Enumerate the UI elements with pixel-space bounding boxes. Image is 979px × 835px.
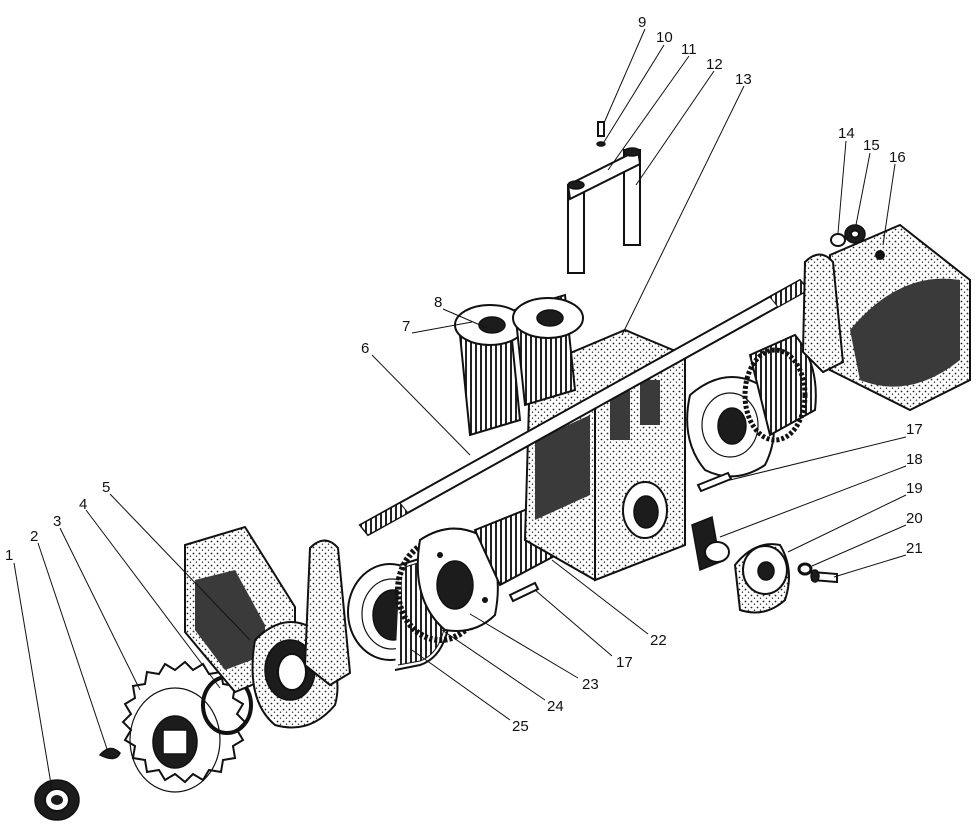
callout-23: 23 [582, 676, 599, 693]
part-pin-bracket [566, 121, 642, 274]
part-bolt-upper [696, 471, 733, 493]
callout-labels: 1 2 3 4 5 6 7 8 9 10 11 12 13 14 15 16 1… [5, 14, 923, 735]
callout-1: 1 [5, 547, 13, 564]
leader-lines [13, 28, 907, 791]
callout-8: 8 [434, 294, 442, 311]
callout-17-lower: 17 [616, 654, 633, 671]
callout-3: 3 [53, 513, 61, 530]
callout-25: 25 [512, 718, 529, 735]
callout-20: 20 [906, 510, 923, 527]
part-bolt-lower [508, 581, 540, 603]
part-sprocket [121, 660, 247, 793]
callout-2: 2 [30, 528, 38, 545]
callout-12: 12 [706, 56, 723, 73]
callout-15: 15 [863, 137, 880, 154]
part-washer-nut [830, 224, 866, 247]
part-main-housing [523, 328, 686, 582]
callout-11: 11 [681, 41, 697, 58]
callout-7: 7 [402, 318, 410, 335]
part-roller-rear [512, 293, 584, 407]
callout-24: 24 [547, 698, 564, 715]
part-bearing-cap [416, 527, 499, 632]
callout-10: 10 [656, 29, 673, 46]
part-right-housing [801, 223, 971, 412]
part-bracket-block [691, 515, 730, 572]
callout-5: 5 [102, 479, 110, 496]
part-left-housing [184, 525, 352, 729]
callout-21: 21 [906, 540, 923, 557]
callout-17-upper: 17 [906, 421, 923, 438]
part-flange [733, 543, 790, 614]
part-roller-front [454, 304, 526, 437]
callout-14: 14 [838, 125, 855, 142]
part-clutch-assembly [686, 333, 817, 478]
part-key [98, 747, 121, 760]
callout-16: 16 [889, 149, 906, 166]
callout-22: 22 [650, 632, 667, 649]
part-washer [797, 562, 813, 576]
callout-18: 18 [906, 451, 923, 468]
callout-13: 13 [735, 71, 752, 88]
part-nut [34, 779, 80, 821]
callout-9: 9 [638, 14, 646, 31]
part-bolt-flange [810, 569, 838, 584]
callout-4: 4 [79, 496, 87, 513]
callout-19: 19 [906, 480, 923, 497]
callout-6: 6 [361, 340, 369, 357]
